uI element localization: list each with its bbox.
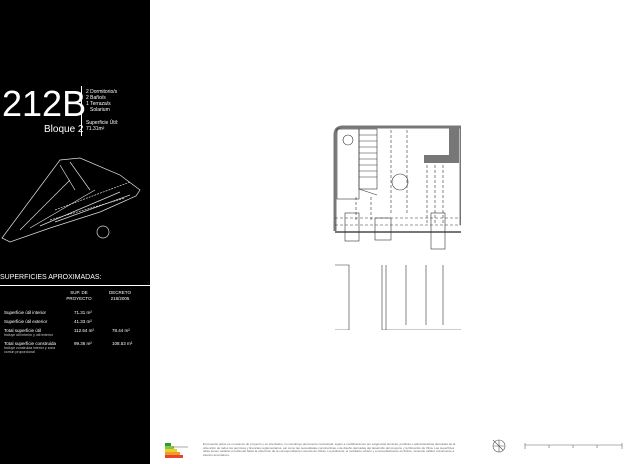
divider [0, 285, 150, 286]
unit-code: 212B [2, 83, 87, 124]
floor-plan [333, 125, 461, 330]
useful-surface: Superficie Útil: 71.31m² [86, 120, 118, 132]
surfaces-title: SUPERFICIES APROXIMADAS: [0, 274, 102, 281]
useful-label: Superficie Útil: [86, 120, 119, 126]
feature: 1 Terraza/s [86, 101, 111, 107]
col-header: DECRETO 218/2005 [109, 290, 131, 301]
features: 2 Dormitorio/s 2 Baño/s 1 Terraza/s Sola… [86, 89, 117, 113]
divider [81, 86, 82, 136]
useful-value: 71.31m² [86, 126, 105, 132]
feature: 2 Baño/s [86, 95, 106, 101]
legal-disclaimer: El presente plano es un avance de proyec… [203, 442, 456, 457]
scale-bar [524, 443, 623, 449]
info-panel: 212B Bloque 2 2 Dormitorio/s 2 Baño/s 1 … [0, 0, 150, 464]
energy-rating-icon [165, 443, 188, 458]
block-label: Bloque 2 [44, 124, 84, 135]
feature: Solarium [90, 107, 110, 113]
site-map [1, 157, 141, 243]
col-header: SUP. DE PROYECTO [66, 290, 92, 301]
north-compass-icon [492, 439, 506, 453]
feature: 2 Dormitorio/s [86, 89, 118, 95]
